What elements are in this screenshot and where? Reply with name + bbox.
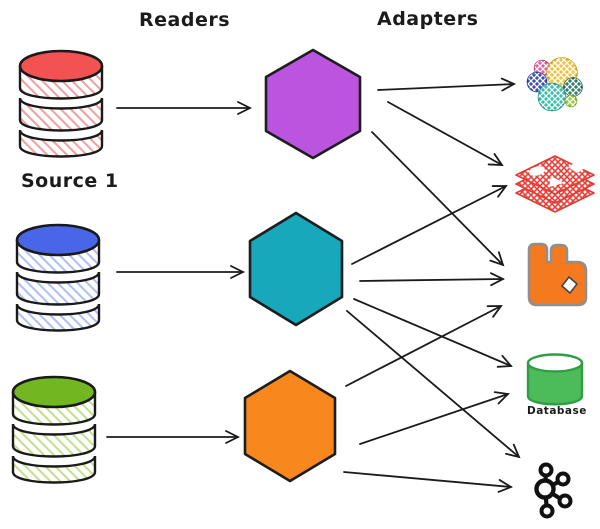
reader-hexagon-purple bbox=[264, 48, 362, 160]
arrow-reader1-to-layers bbox=[387, 101, 502, 165]
source-database-green-icon bbox=[11, 375, 97, 484]
bubble-cluster-icon bbox=[526, 57, 583, 112]
arrow-reader3-to-kafka bbox=[343, 471, 511, 487]
arrow-reader3-to-database bbox=[359, 394, 508, 445]
arrow-reader2-to-database bbox=[353, 298, 511, 366]
arrow-reader3-to-rabbitmq bbox=[345, 306, 501, 387]
map-layers-icon bbox=[515, 155, 595, 213]
arrow-reader1-to-rabbitmq bbox=[371, 131, 503, 265]
reader-hexagon-teal bbox=[248, 211, 344, 327]
source-database-blue-icon bbox=[15, 223, 101, 332]
database-target-label: Database bbox=[527, 405, 587, 417]
source-1-label: Source 1 bbox=[21, 170, 119, 192]
readers-heading: Readers bbox=[139, 9, 231, 31]
arrow-reader2-to-kafka bbox=[346, 310, 519, 457]
adapters-heading: Adapters bbox=[377, 8, 479, 30]
edge-arrows bbox=[106, 84, 519, 487]
rabbitmq-icon bbox=[527, 242, 588, 307]
arrow-reader2-to-layers bbox=[351, 186, 506, 265]
source-database-red-icon bbox=[18, 49, 104, 158]
kafka-icon bbox=[534, 462, 573, 519]
arrow-reader2-to-rabbitmq bbox=[359, 279, 503, 281]
arrow-reader1-to-bubbles bbox=[377, 84, 514, 90]
database-cylinder-icon bbox=[526, 353, 584, 406]
reader-hexagon-orange bbox=[243, 369, 337, 483]
